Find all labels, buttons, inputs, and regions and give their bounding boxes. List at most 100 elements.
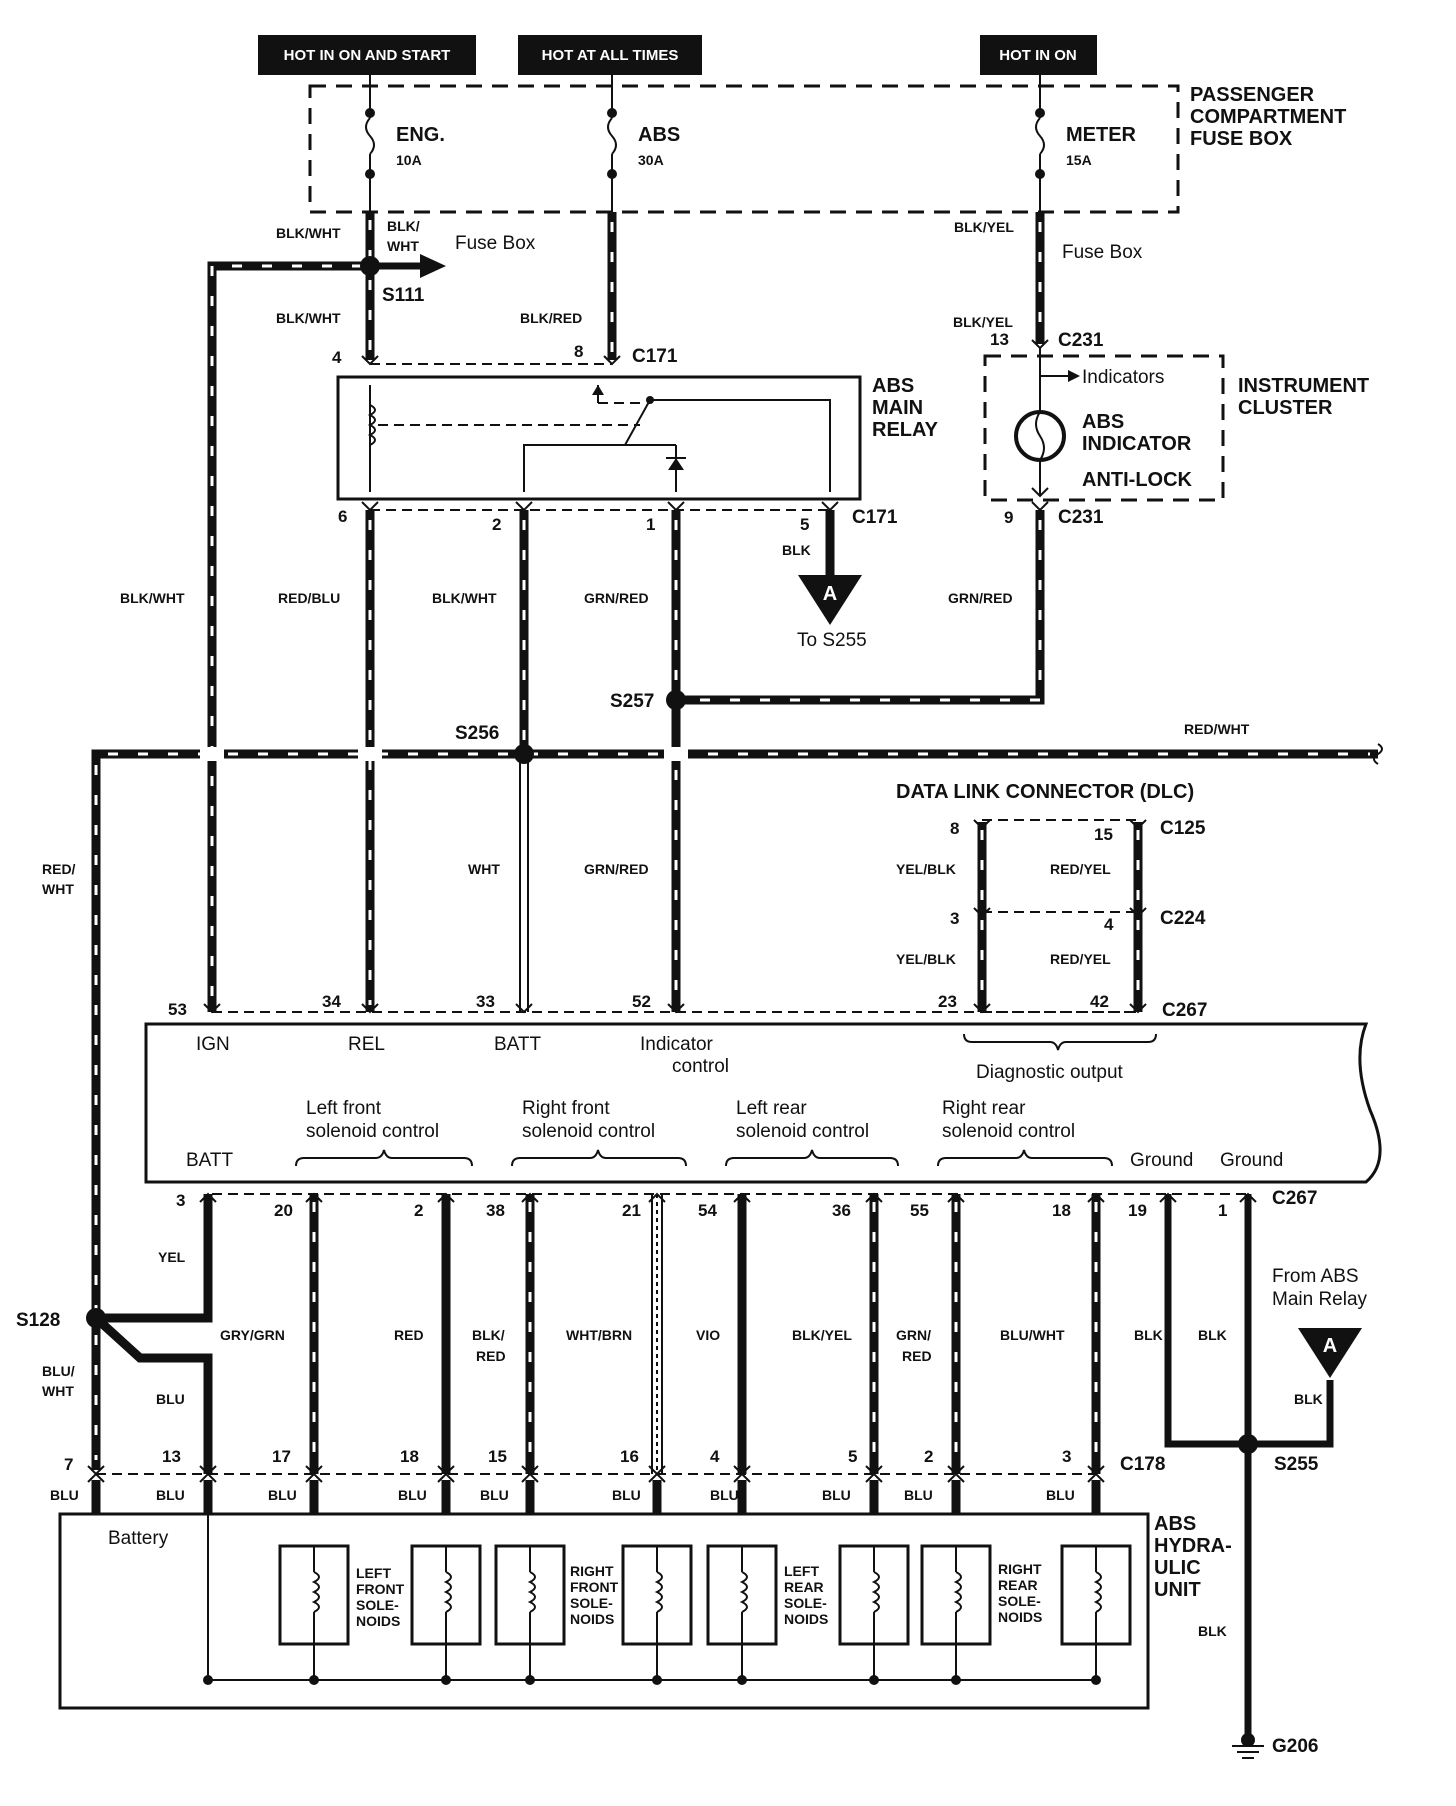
coil-icon [953, 1571, 962, 1613]
wire-yel [96, 1194, 213, 1323]
label-blu: BLU [268, 1487, 297, 1503]
label-blu-s128: BLU [156, 1391, 185, 1407]
fuse-meter-name: METER [1066, 124, 1137, 146]
cu-label-ground-1: Ground [1130, 1150, 1193, 1171]
connector-pin-mark [437, 1472, 455, 1483]
label-s255: S255 [1274, 1454, 1319, 1475]
fuse-eng-name: ENG. [396, 124, 445, 146]
reference-a-letter-2: A [1323, 1335, 1337, 1357]
connector-c125: C125 [1160, 818, 1206, 839]
hu-pin-7: 7 [64, 1455, 73, 1474]
cluster-pin-13: 13 [990, 330, 1009, 349]
power-source-hot-all-times: HOT AT ALL TIMES [518, 35, 702, 75]
cu-group-right-rear: Right rear solenoid control [942, 1098, 1075, 1142]
junction-dot [309, 1675, 319, 1685]
label-blu: BLU [480, 1487, 509, 1503]
splice-s111 [360, 256, 380, 276]
label-blu: BLU [398, 1487, 427, 1503]
svg-text:HOT IN ON AND START: HOT IN ON AND START [284, 47, 451, 64]
cu-pin-52: 52 [632, 992, 651, 1011]
junction-dot [441, 1675, 451, 1685]
connector-pin-mark [305, 1472, 323, 1483]
relay-pin-5: 5 [800, 515, 809, 534]
label-from-abs-main-relay: From ABS Main Relay [1272, 1266, 1368, 1310]
junction-dot [203, 1675, 213, 1685]
coil-icon [527, 1571, 536, 1613]
fuse-meter-icon [1035, 117, 1045, 155]
connector-c267-bottom: C267 [1272, 1188, 1317, 1209]
label-fuse-box-arrow-2: Fuse Box [1062, 242, 1143, 263]
label-fuse-box-arrow: Fuse Box [455, 233, 536, 254]
dlc-pin-4: 4 [1104, 915, 1114, 934]
dlc-title: DATA LINK CONNECTOR (DLC) [896, 781, 1194, 803]
fuse-abs-rating: 30A [638, 152, 664, 168]
cu-pin-21: 21 [622, 1201, 641, 1220]
label-blu-wht: BLU/ WHT [42, 1363, 79, 1399]
label-red-wht-bus: RED/WHT [1184, 721, 1250, 737]
label-blk-wht-2: BLK/WHT [276, 310, 341, 326]
coil-icon [311, 1571, 320, 1613]
splice-s128 [86, 1308, 106, 1328]
connector-c171-bottom: C171 [852, 507, 898, 528]
label-blk-wht-ign: BLK/WHT [120, 590, 185, 606]
reference-a-letter: A [823, 583, 837, 605]
junction-dot [951, 1675, 961, 1685]
connector-c231-top: C231 [1058, 330, 1104, 351]
cu-label-batt: BATT [186, 1150, 234, 1171]
wire-blk-ground-19 [1164, 1194, 1248, 1448]
hu-pin-18: 18 [400, 1447, 419, 1466]
label-blk-yel-sol: BLK/YEL [792, 1327, 852, 1343]
cu-pin-1: 1 [1218, 1201, 1227, 1220]
connector-pin-mark [947, 1472, 965, 1483]
coil-icon [739, 1571, 748, 1613]
label-gry-grn: GRY/GRN [220, 1327, 285, 1343]
instrument-cluster-outline [983, 354, 1225, 502]
label-blk-19: BLK [1134, 1327, 1163, 1343]
relay-switch-icon [624, 399, 651, 446]
junction-dot [737, 1675, 747, 1685]
coil-icon [871, 1571, 880, 1613]
label-indicators: Indicators [1082, 367, 1164, 388]
label-wht-brn: WHT/BRN [566, 1327, 632, 1343]
fuse-meter-rating: 15A [1066, 152, 1092, 168]
label-s256: S256 [455, 723, 499, 744]
label-blk-wht-split: BLK/ WHT [387, 218, 424, 254]
label-blk-ref: BLK [1294, 1391, 1323, 1407]
splice-s256 [514, 744, 534, 764]
relay-pin-8: 8 [574, 342, 583, 361]
label-grn-red-cluster: GRN/RED [948, 590, 1013, 606]
label-red-yel-1: RED/YEL [1050, 861, 1111, 877]
label-g206: G206 [1272, 1736, 1318, 1757]
dlc-pin-3: 3 [950, 909, 959, 928]
label-red-blu: RED/BLU [278, 590, 340, 606]
junction-dot [869, 1675, 879, 1685]
label-blk-yel-1: BLK/YEL [954, 219, 1014, 235]
cu-pin-19: 19 [1128, 1201, 1147, 1220]
connector-c231-bottom: C231 [1058, 507, 1104, 528]
solenoid-label-left-front: LEFT FRONT SOLE- NOIDS [356, 1565, 408, 1629]
cu-pin-18: 18 [1052, 1201, 1071, 1220]
connector-pin-mark [521, 1472, 539, 1483]
relay-coil-icon [367, 404, 376, 446]
cu-group-left-front: Left front solenoid control [306, 1098, 439, 1142]
label-s128: S128 [16, 1310, 60, 1331]
solenoid-label-right-rear: RIGHT REAR SOLE- NOIDS [998, 1561, 1045, 1625]
label-yel-blk-1: YEL/BLK [896, 861, 956, 877]
coil-icon [1093, 1571, 1102, 1613]
label-blu-wht-sol: BLU/WHT [1000, 1327, 1065, 1343]
label-blk-relay: BLK [782, 542, 811, 558]
hydraulic-unit-label: ABS HYDRA- ULIC UNIT [1154, 1513, 1237, 1601]
junction-dot [525, 1675, 535, 1685]
splice-s255 [1238, 1434, 1258, 1454]
label-grn-red-1: GRN/RED [584, 590, 649, 606]
cu-pin-23: 23 [938, 992, 957, 1011]
label-wht: WHT [468, 861, 500, 877]
hu-pin-16: 16 [620, 1447, 639, 1466]
reference-a-from [1298, 1328, 1362, 1378]
label-grn-red-sol: GRN/ RED [896, 1327, 935, 1364]
svg-text:HOT AT ALL TIMES: HOT AT ALL TIMES [542, 47, 679, 64]
label-red: RED [394, 1327, 424, 1343]
cu-label-ign: IGN [196, 1034, 230, 1055]
reference-a-down [798, 575, 862, 625]
